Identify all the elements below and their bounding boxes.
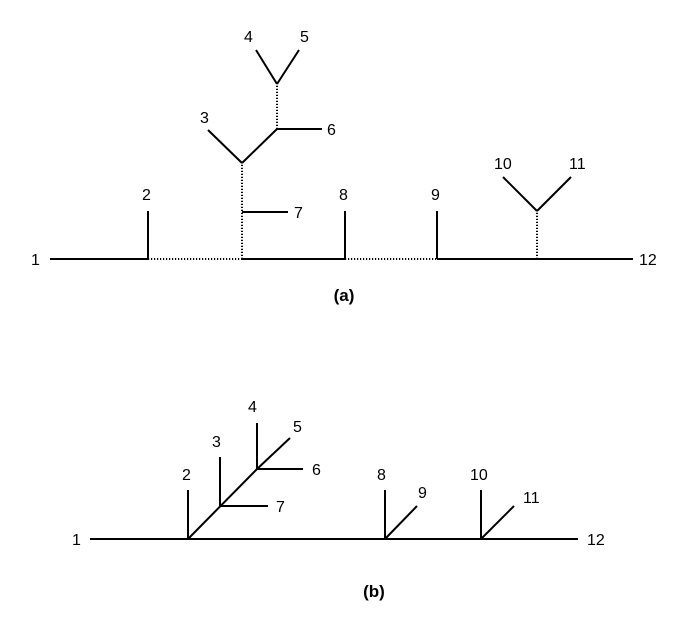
leaf-label-b-3: 3 (212, 434, 221, 451)
leaf-label-a-2: 2 (142, 187, 151, 204)
leaf-label-b-11: 11 (523, 490, 540, 507)
leaf-label-b-5: 5 (293, 419, 302, 436)
leaf-label-a-8: 8 (339, 187, 348, 204)
leaf-label-a-1: 1 (31, 252, 40, 269)
edge-b-leaf-5 (256, 437, 291, 470)
tree-b: 1 2 3 4 5 6 7 8 9 10 11 12 (b) (72, 399, 605, 601)
caption-b: (b) (363, 582, 385, 601)
edge-b-leaf-9 (384, 505, 418, 540)
tree-a: 1 2 3 4 5 6 7 8 9 10 11 12 (a) (31, 29, 657, 305)
leaf-label-a-10: 10 (494, 156, 512, 173)
leaf-label-b-1: 1 (72, 532, 81, 549)
leaf-label-a-4: 4 (244, 29, 253, 46)
edge-b-internal-diag (187, 468, 258, 540)
leaf-label-a-7: 7 (294, 205, 303, 222)
leaf-label-a-9: 9 (431, 187, 440, 204)
edge-a-leaf-3 (207, 129, 243, 164)
leaf-label-b-7: 7 (276, 499, 285, 516)
leaf-label-b-10: 10 (470, 467, 488, 484)
edge-a-leaf-10 (502, 176, 538, 212)
leaf-label-b-6: 6 (312, 462, 321, 479)
leaf-label-a-3: 3 (200, 110, 209, 127)
edge-a-leaf-5 (276, 49, 300, 85)
edge-a-leaf-4 (255, 49, 278, 85)
leaf-label-b-8: 8 (377, 467, 386, 484)
caption-a: (a) (334, 286, 355, 305)
leaf-label-b-12: 12 (587, 532, 605, 549)
leaf-label-b-9: 9 (418, 485, 427, 502)
leaf-label-a-11: 11 (569, 156, 586, 173)
edge-a-leaf-11 (536, 176, 572, 212)
leaf-label-a-6: 6 (327, 122, 336, 139)
leaf-label-a-12: 12 (639, 252, 657, 269)
leaf-label-b-2: 2 (182, 467, 191, 484)
edge-a-internal-diag (241, 128, 278, 164)
edge-b-leaf-11 (480, 505, 515, 540)
leaf-label-a-5: 5 (300, 29, 309, 46)
leaf-label-b-4: 4 (248, 399, 257, 416)
